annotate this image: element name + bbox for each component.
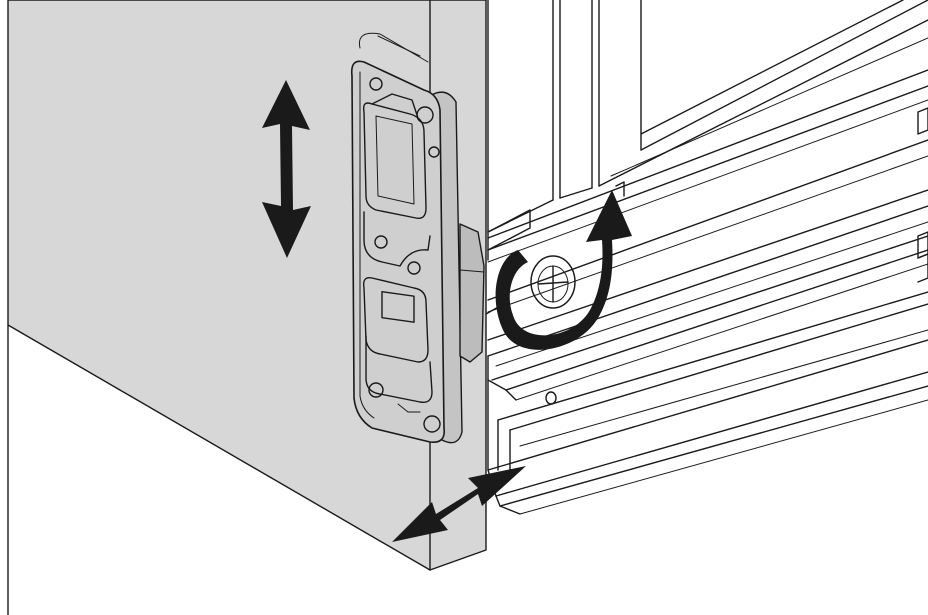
drawer-side-frame: [487, 0, 928, 261]
depth-adjustment-arrow-icon: [392, 466, 526, 542]
height-adjustment-arrow-icon: [262, 80, 311, 258]
screw-rotate-arrow-icon: [495, 190, 632, 350]
adjustment-screw: [530, 255, 576, 309]
drawer-runner-rail: [471, 69, 928, 515]
adjustment-bracket: [350, 32, 485, 444]
